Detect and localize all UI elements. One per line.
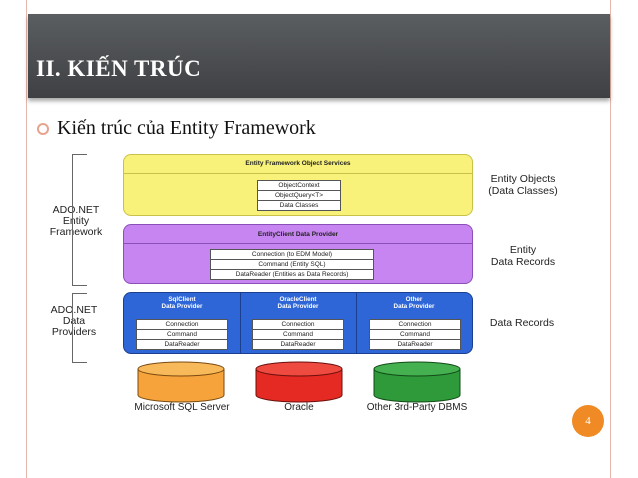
slide-top-margin [0,0,638,14]
other-dbms-label-text: Other 3rd-Party DBMS [366,402,468,413]
layer-divider [124,173,472,174]
sql-server-label: Microsoft SQL Server [134,402,230,413]
entity-client-layer: EntityClient Data Provider Connection (t… [123,224,473,284]
other-provider-title: Other Data Provider [393,296,435,310]
right-label-entity-data-records: Entity Data Records [490,244,556,268]
right-label-entity-objects: Entity Objects (Data Classes) [488,173,558,197]
layer-divider [124,243,472,244]
data-providers-layer: SqlClient Data Provider Connection Comma… [123,292,473,354]
bracket-entity-framework [72,154,87,286]
oracleclient-title: OracleClient Data Provider [277,296,319,310]
bracket-data-providers [72,293,87,363]
entity-client-item: DataReader (Entities as Data Records) [210,269,374,280]
left-label-data-providers: ADO.NET Data Providers [50,304,98,338]
title-bar: II. KIẾN TRÚC [28,14,610,98]
column-divider [240,293,241,353]
other-dbms-label: Other 3rd-Party DBMS [350,402,484,413]
bullet-text: Kiến trúc của Entity Framework [57,117,316,139]
column-divider [356,293,357,353]
object-services-title: Entity Framework Object Services [245,160,351,167]
object-services-item: Data Classes [257,200,341,211]
provider-item: DataReader [252,339,344,350]
bullet-icon [37,123,49,135]
oracle-database-icon [255,361,343,403]
page-number: 4 [572,405,604,437]
right-label-data-records: Data Records [489,317,555,329]
oracle-label: Oracle [284,402,314,413]
sqlclient-title: SqlClient Data Provider [161,296,203,310]
slide-title: II. KIẾN TRÚC [36,56,202,81]
entity-client-title: EntityClient Data Provider [257,231,339,238]
object-services-layer: Entity Framework Object Services ObjectC… [123,154,473,216]
sql-server-database-icon [137,361,225,403]
provider-item: DataReader [369,339,461,350]
frame-line-left [26,0,27,478]
provider-item: DataReader [136,339,228,350]
left-label-entity-framework: ADO.NET Entity Framework [49,204,103,238]
other-dbms-database-icon [373,361,461,403]
frame-line-right [610,0,611,478]
